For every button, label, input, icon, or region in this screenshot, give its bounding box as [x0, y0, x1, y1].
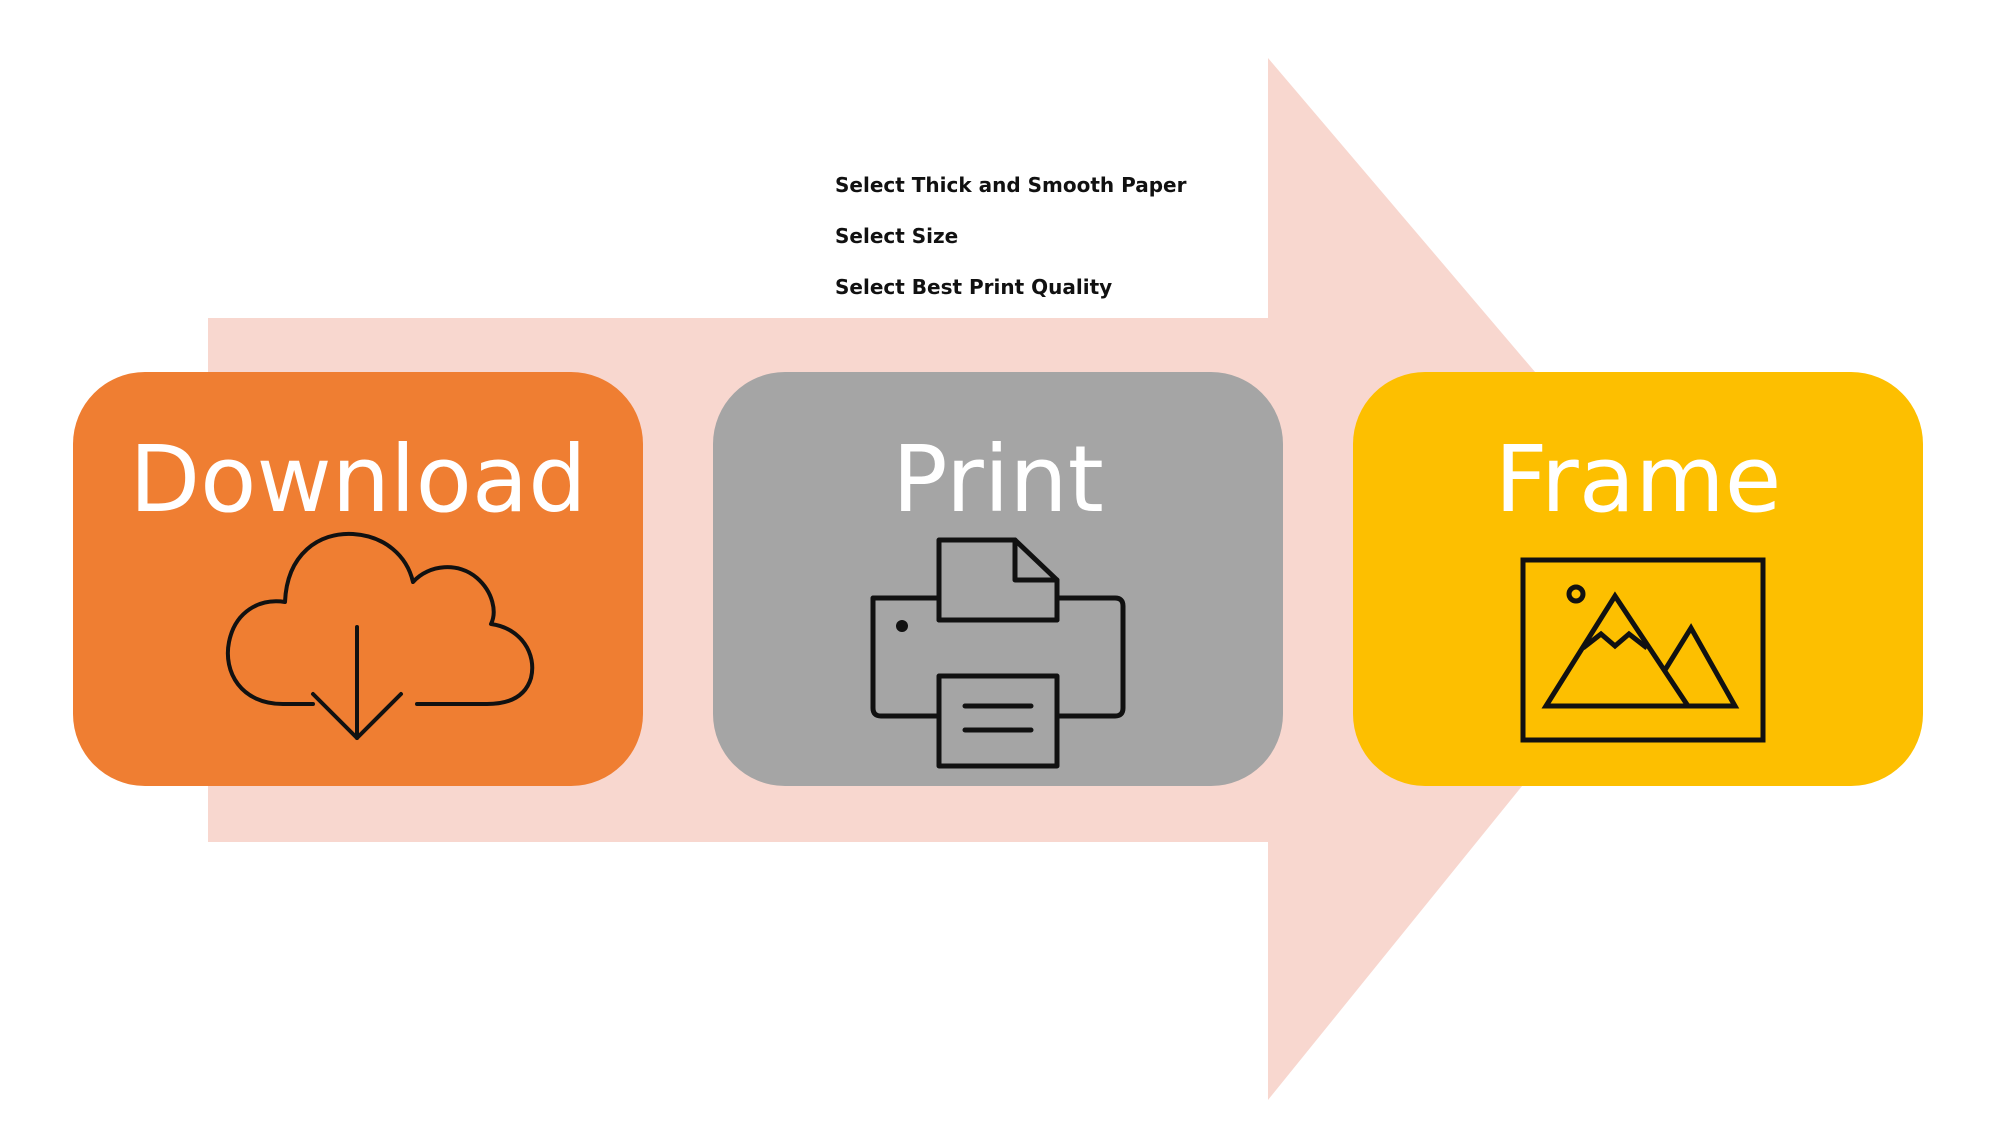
note-quality: Select Best Print Quality: [835, 275, 1113, 299]
step-print-title: Print: [892, 426, 1104, 533]
print-notes: Select Thick and Smooth Paper Select Siz…: [835, 160, 1186, 313]
step-frame: Frame: [1353, 372, 1923, 786]
step-download: Download: [73, 372, 643, 786]
printer-icon: [870, 537, 1126, 769]
cloud-download-icon: [225, 531, 535, 740]
step-frame-title: Frame: [1494, 426, 1782, 533]
note-paper: Select Thick and Smooth Paper: [835, 173, 1187, 197]
step-print: Print: [713, 372, 1283, 786]
picture-frame-icon: [1520, 557, 1766, 743]
note-size: Select Size: [835, 224, 959, 248]
step-download-title: Download: [129, 426, 587, 533]
